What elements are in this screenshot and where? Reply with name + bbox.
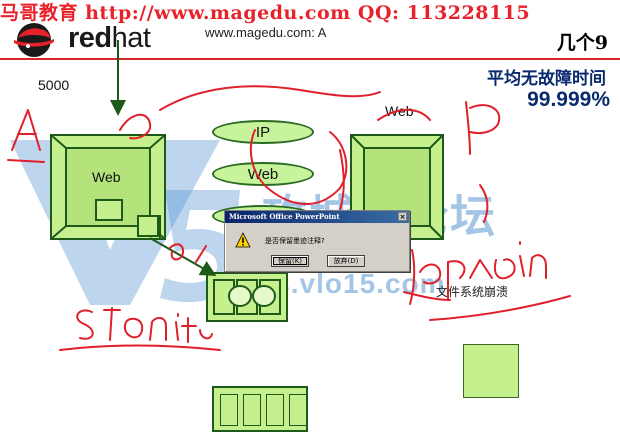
ip-resource-oval: IP <box>212 120 314 144</box>
connections-count-label: 5000 <box>38 77 70 93</box>
mtbf-title: 平均无故障时间 <box>487 69 606 89</box>
storage-disk <box>266 394 284 426</box>
web-server-left-label: Web <box>92 169 121 185</box>
discard-ink-button[interactable]: 放弃(D) <box>327 255 365 267</box>
redhat-shadowman-icon <box>14 23 54 57</box>
brand-wordmark: redhat <box>68 22 151 55</box>
slide-title: 几个9 <box>556 32 608 54</box>
video-watermark-banner: 马哥教育 http://www.magedu.com QQ: 113228115 <box>0 2 531 24</box>
brand-name-bold: red <box>68 22 112 54</box>
save-ink-dialog: Microsoft Office PowerPoint × 是否保留墨迹注释? … <box>224 210 410 272</box>
keep-ink-button[interactable]: 保留(K) <box>271 255 309 267</box>
dialog-title: Microsoft Office PowerPoint <box>229 212 340 221</box>
standby-node-box <box>463 344 519 398</box>
header-divider <box>0 58 620 60</box>
brand-name-light: hat <box>111 22 151 54</box>
storage-array-disks <box>220 394 307 426</box>
web-server-right-label: Web <box>385 103 414 119</box>
redhat-logo: redhat <box>10 22 170 58</box>
shared-storage-device <box>206 272 288 322</box>
storage-disk <box>220 394 238 426</box>
web-resource-oval: Web <box>212 162 314 186</box>
storage-disk <box>243 394 261 426</box>
dialog-title-bar[interactable]: Microsoft Office PowerPoint × <box>225 211 409 223</box>
dialog-message: 是否保留墨迹注释? <box>265 237 325 245</box>
storage-disk <box>289 394 307 426</box>
site-label: www.magedu.com: A <box>205 25 327 40</box>
warning-icon <box>235 232 251 248</box>
web-server-left-cube <box>50 134 166 240</box>
mtbf-value: 99.999% <box>527 88 610 111</box>
storage-array <box>212 386 308 432</box>
close-icon[interactable]: × <box>398 212 407 221</box>
filesystem-crash-label: 文件系统崩溃 <box>436 285 509 299</box>
